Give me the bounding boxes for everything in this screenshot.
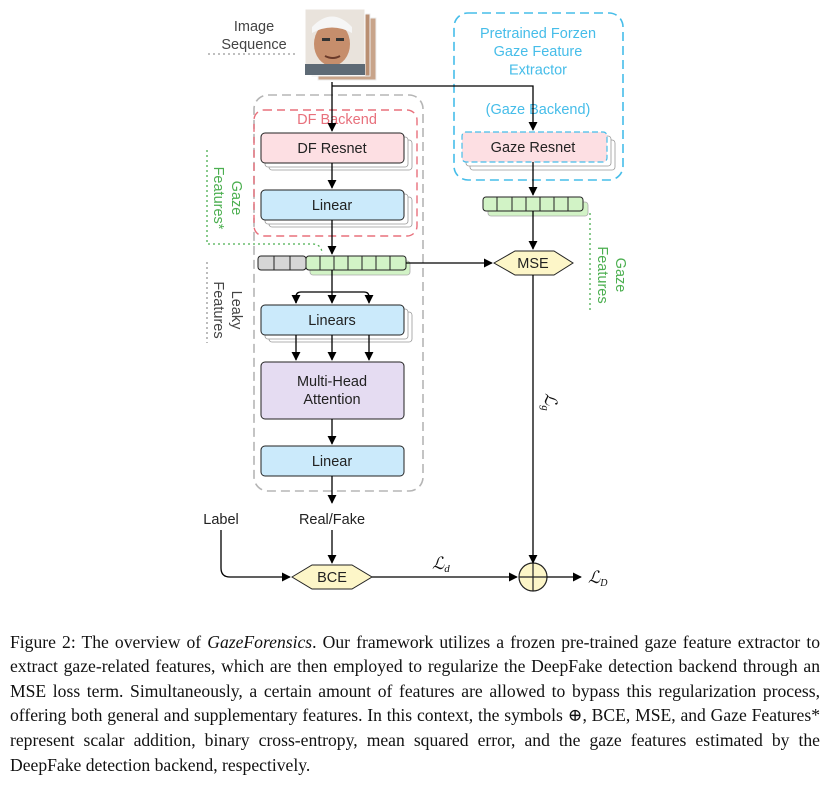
gaze-feature-vector — [482, 196, 589, 217]
loss-total-label: ℒD — [588, 568, 608, 589]
mse-node — [492, 250, 574, 276]
linears-label: Linears — [308, 313, 356, 329]
attention-block — [260, 361, 405, 420]
gaze-backend-label: (Gaze Backend) — [486, 102, 591, 118]
linear-bottom-label: Linear — [312, 454, 352, 470]
model-container — [253, 94, 424, 492]
connections — [220, 82, 582, 582]
df-feature-vector — [257, 255, 411, 276]
df-resnet-block: DF Resnet — [260, 132, 413, 171]
linear-top-block: Linear — [260, 189, 413, 228]
figure-caption: Figure 2: The overview of GazeForensics.… — [10, 630, 820, 778]
caption-text: . Our framework utilizes a frozen pre-tr… — [10, 631, 821, 775]
caption-label: Figure 2: The overview of — [10, 631, 208, 652]
loss-g-label: ℒg — [539, 393, 560, 411]
gaze-features-star-label: GazeFeatures* — [210, 167, 244, 230]
loss-d-label: ℒd — [432, 554, 450, 575]
gaze-backend-container — [453, 12, 624, 181]
gaze-resnet-block: Gaze Resnet — [461, 131, 616, 171]
linear-top-label: Linear — [312, 198, 352, 214]
mse-label: MSE — [517, 256, 549, 272]
bce-label: BCE — [317, 570, 347, 586]
caption-name: GazeForensics — [207, 631, 313, 652]
gaze-features-right-label: GazeFeatures — [594, 246, 628, 303]
df-backend-container — [253, 109, 418, 237]
gaze-resnet-label: Gaze Resnet — [491, 140, 576, 156]
df-backend-label: DF Backend — [297, 112, 377, 128]
linears-block: Linears — [260, 304, 413, 343]
real-fake-label: Real/Fake — [299, 512, 365, 528]
sum-node — [518, 562, 548, 592]
label-text: Label — [203, 512, 238, 528]
image-sequence-thumbnails — [304, 8, 377, 81]
df-resnet-label: DF Resnet — [297, 141, 366, 157]
leaky-features-label: LeakyFeatures — [210, 281, 244, 338]
